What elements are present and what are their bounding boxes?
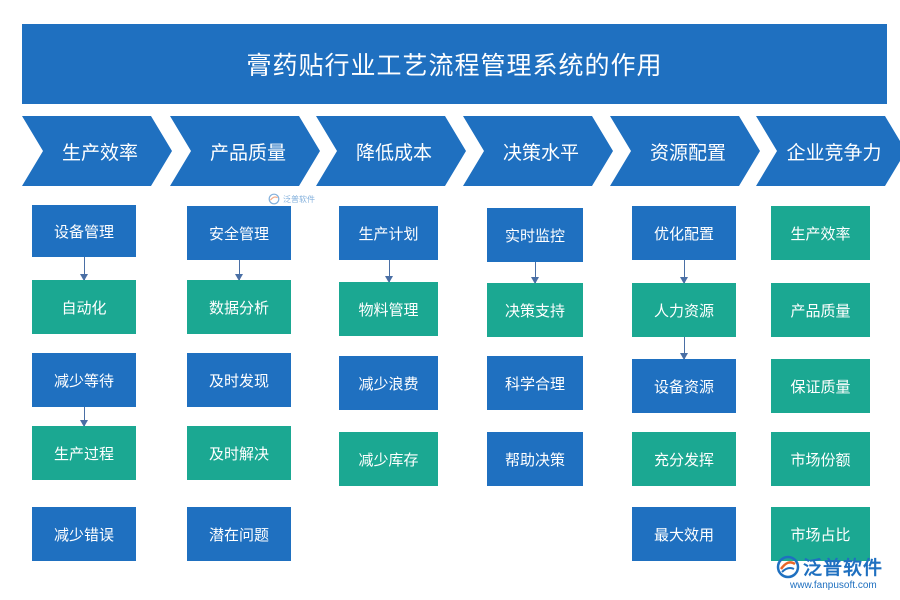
node-col2-timely-resolution: 及时解决 (187, 426, 291, 480)
node-col1-automation: 自动化 (32, 280, 136, 334)
node-label: 优化配置 (653, 224, 714, 243)
flow-arrow (385, 260, 393, 283)
node-col2-timely-discovery: 及时发现 (187, 353, 291, 407)
node-label: 自动化 (61, 298, 107, 317)
node-label: 减少浪费 (358, 374, 419, 393)
node-col4-decision-support: 决策支持 (487, 283, 583, 337)
node-col3-reduce-inventory: 减少库存 (339, 432, 438, 486)
node-col3-material-management: 物料管理 (339, 282, 438, 336)
node-col5-equipment-resources: 设备资源 (632, 359, 736, 413)
watermark-url: www.fanpusoft.com (790, 580, 877, 591)
node-label: 人力资源 (653, 301, 714, 320)
node-label: 安全管理 (208, 224, 269, 243)
node-col2-safety-management: 安全管理 (187, 206, 291, 260)
node-label: 帮助决策 (504, 450, 565, 469)
node-label: 产品质量 (790, 301, 851, 320)
column-header-production-efficiency: 生产效率 (22, 116, 172, 186)
watermark-small-text: 泛普软件 (283, 194, 315, 204)
node-col6-product-quality: 产品质量 (771, 283, 870, 337)
node-col5-fully-utilize: 充分发挥 (632, 432, 736, 486)
node-col5-optimized-allocation: 优化配置 (632, 206, 736, 260)
flow-arrow (80, 407, 88, 427)
node-label: 设备资源 (653, 377, 714, 396)
column-header-decision-level: 决策水平 (463, 116, 613, 186)
flow-arrow (235, 260, 243, 281)
diagram-title: 膏药贴行业工艺流程管理系统的作用 (22, 24, 887, 104)
node-label: 及时解决 (208, 444, 269, 463)
node-col6-market-share: 市场份额 (771, 432, 870, 486)
node-label: 数据分析 (208, 298, 269, 317)
node-label: 生产计划 (358, 224, 419, 243)
node-label: 决策支持 (504, 301, 565, 320)
node-label: 充分发挥 (653, 450, 714, 469)
node-label: 生产效率 (790, 224, 851, 243)
column-header-resource-allocation: 资源配置 (610, 116, 760, 186)
column-header-competitiveness: 企业竞争力 (756, 116, 900, 186)
node-col1-equipment-management: 设备管理 (32, 205, 136, 257)
node-label: 最大效用 (653, 525, 714, 544)
node-label: 减少错误 (53, 525, 114, 544)
flow-arrow (680, 260, 688, 284)
node-label: 保证质量 (790, 377, 851, 396)
node-col4-scientific-reasonable: 科学合理 (487, 356, 583, 410)
node-col5-maximum-utility: 最大效用 (632, 507, 736, 561)
node-col1-production-process: 生产过程 (32, 426, 136, 480)
node-col3-production-plan: 生产计划 (339, 206, 438, 260)
node-col3-reduce-waste: 减少浪费 (339, 356, 438, 410)
watermark-small-logo: 泛普软件 (268, 191, 323, 207)
column-header-cost-reduction: 降低成本 (316, 116, 466, 186)
node-col2-data-analysis: 数据分析 (187, 280, 291, 334)
node-col6-quality-assurance: 保证质量 (771, 359, 870, 413)
node-label: 实时监控 (504, 226, 565, 245)
node-col1-reduce-waiting: 减少等待 (32, 353, 136, 407)
watermark-brand: 泛普软件 www.fanpusoft.com (776, 553, 896, 597)
node-label: 科学合理 (504, 374, 565, 393)
watermark-brand-name: 泛普软件 (803, 558, 884, 579)
node-col2-potential-issues: 潜在问题 (187, 507, 291, 561)
node-label: 减少等待 (53, 371, 114, 390)
node-label: 物料管理 (358, 300, 419, 319)
brand-swirl-icon (268, 193, 280, 205)
node-col6-market-proportion: 市场占比 (771, 507, 870, 561)
node-label: 减少库存 (358, 450, 419, 469)
flow-arrow (680, 337, 688, 360)
node-label: 市场份额 (790, 450, 851, 469)
node-col1-reduce-errors: 减少错误 (32, 507, 136, 561)
brand-logo-icon (776, 555, 800, 579)
node-label: 市场占比 (790, 525, 851, 544)
node-label: 潜在问题 (208, 525, 269, 544)
node-col6-production-efficiency: 生产效率 (771, 206, 870, 260)
node-label: 生产过程 (53, 444, 114, 463)
node-col4-realtime-monitoring: 实时监控 (487, 208, 583, 262)
flow-arrow (531, 262, 539, 284)
column-header-product-quality: 产品质量 (170, 116, 320, 186)
flow-arrow (80, 257, 88, 281)
node-label: 及时发现 (208, 371, 269, 390)
node-col4-help-decision: 帮助决策 (487, 432, 583, 486)
node-col5-human-resources: 人力资源 (632, 283, 736, 337)
node-label: 设备管理 (53, 222, 114, 241)
